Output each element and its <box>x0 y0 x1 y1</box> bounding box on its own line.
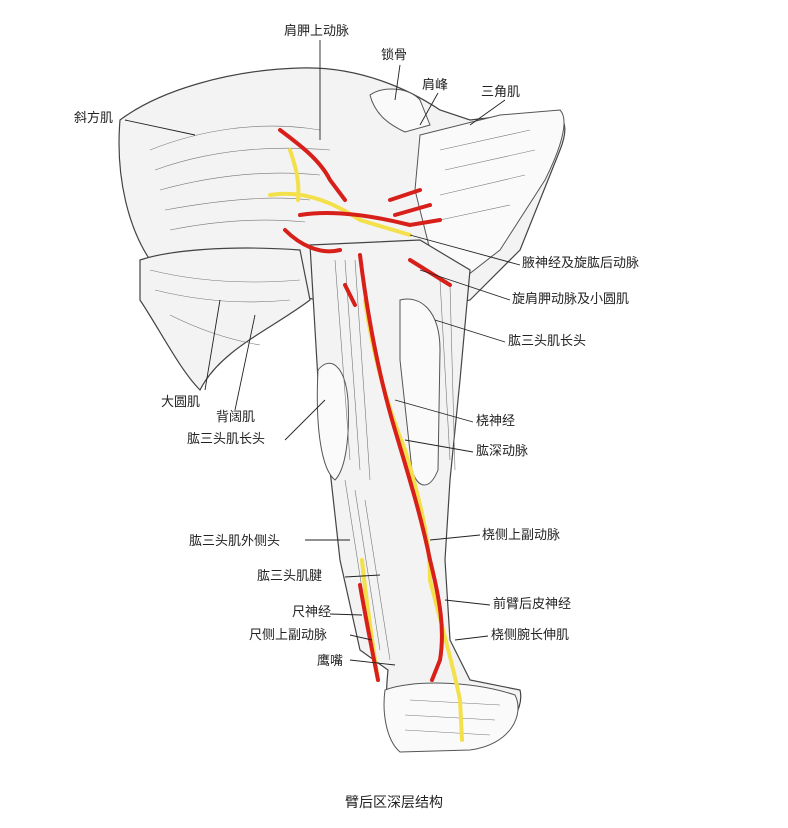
label-latissimus-dorsi: 背阔肌 <box>216 410 256 425</box>
label-triceps-lateral-head: 肱三头肌外侧头 <box>189 534 281 549</box>
arteries <box>278 128 452 682</box>
suprascapular-nerve <box>288 148 301 202</box>
label-posterior-antebrachial-cutaneous-nerve: 前臂后皮神经 <box>493 597 572 612</box>
deep-brachial-artery <box>358 253 432 562</box>
branch-artery-3 <box>408 258 452 287</box>
branch-artery-4 <box>343 283 357 307</box>
branch-artery-1 <box>388 188 422 202</box>
muscle-fibers <box>149 125 536 736</box>
triceps-lateral-head-shape <box>399 298 441 486</box>
label-suprascapular-artery: 肩胛上动脉 <box>284 24 350 39</box>
label-ecrl: 桡侧腕长伸肌 <box>491 628 570 643</box>
label-circumflex-scapular: 旋肩胛动脉及小圆肌 <box>512 292 630 307</box>
label-ulnar-nerve: 尺神经 <box>292 605 332 620</box>
figure-caption: 臂后区深层结构 <box>345 795 443 811</box>
superior-ulnar-collateral-artery <box>358 583 380 682</box>
radial-collateral-artery <box>428 558 444 682</box>
posterior-antebrachial-cutaneous-nerve <box>428 578 464 742</box>
teres-major-shape <box>139 247 311 392</box>
label-triceps-long-head-left: 肱三头肌长头 <box>187 432 266 447</box>
label-olecranon: 鹰嘴 <box>317 654 344 669</box>
label-radial-nerve: 桡神经 <box>476 414 516 429</box>
label-trapezius: 斜方肌 <box>74 111 114 126</box>
label-radial-collateral-artery: 桡侧上副动脉 <box>482 528 561 543</box>
label-clavicle: 锁骨 <box>381 48 408 63</box>
branch-artery-2 <box>393 203 432 217</box>
label-acromion: 肩峰 <box>422 78 449 93</box>
label-deep-brachial-artery: 肱深动脉 <box>476 444 529 459</box>
label-axillary-nerve-pcha: 腋神经及旋肱后动脉 <box>522 256 640 271</box>
circumflex-scapular-artery <box>283 228 342 254</box>
label-deltoid: 三角肌 <box>481 85 521 100</box>
leader-lines <box>124 40 521 666</box>
label-triceps-tendon: 肱三头肌腱 <box>257 569 323 584</box>
clavicle-shape <box>369 88 431 133</box>
suprascapular-artery <box>278 128 347 202</box>
label-teres-major: 大圆肌 <box>161 395 201 410</box>
label-superior-ulnar-collateral-artery: 尺侧上副动脉 <box>249 628 328 643</box>
posterior-circumflex-humeral-artery <box>298 211 442 228</box>
triceps-long-head-left-shape <box>316 362 349 481</box>
label-triceps-long-head-right: 肱三头肌长头 <box>508 334 587 349</box>
axillary-nerve <box>268 191 412 237</box>
